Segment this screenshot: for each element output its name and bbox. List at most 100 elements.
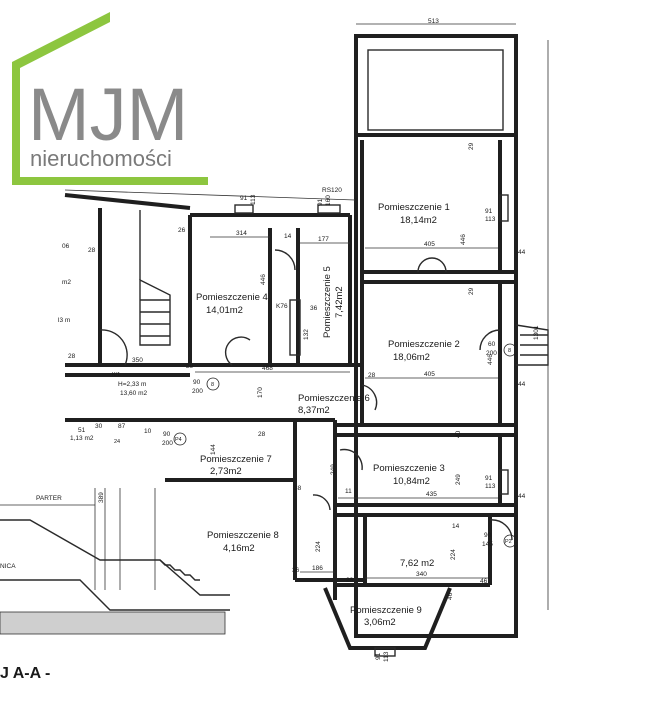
room-1-name: Pomieszczenie 1: [378, 202, 450, 213]
room-6-area: 8,37m2: [298, 405, 330, 416]
label-left-area: 13,60 m2: [120, 390, 147, 397]
label-height: H=2,33 m: [118, 381, 146, 388]
dim-r3-w: 435: [426, 491, 437, 498]
marker-p4-circle: [173, 432, 187, 446]
marker-8b: 8: [211, 382, 214, 388]
door-arc: [224, 336, 251, 366]
dim-113c: 113: [485, 483, 496, 490]
logo: MJM nieruchomości: [12, 12, 208, 185]
door-arc: [312, 494, 331, 511]
room-8-area: 4,16m2: [223, 543, 255, 554]
dim-200c: 200: [162, 440, 173, 447]
dim-224b: 224: [315, 541, 322, 552]
dim-200b: 200: [192, 388, 203, 395]
marker-8: 8: [508, 348, 511, 354]
door-arc: [489, 519, 513, 541]
dim-91d: 91: [375, 652, 382, 660]
label-parter: PARTER: [36, 495, 62, 502]
label-section: J A-A -: [0, 665, 50, 682]
section-drawing: [0, 488, 230, 635]
door-arc: [417, 257, 447, 273]
dim-113d: 113: [383, 651, 390, 662]
section-profile: [0, 519, 230, 596]
ground-hatch: [0, 611, 226, 635]
dim-91: 91: [240, 195, 248, 202]
label-frag-24: 24: [114, 439, 120, 445]
room-5-name: Pomieszczenie 5: [322, 266, 333, 338]
label-frag-m2: m2: [62, 279, 71, 286]
dim-44b: 44: [518, 249, 526, 256]
dim-446c: 446: [260, 274, 267, 285]
dim-30: 30: [95, 423, 103, 430]
dim-29: 29: [468, 142, 475, 150]
window: [499, 469, 509, 495]
dim-29b: 29: [468, 287, 475, 295]
dim-28e: 28: [368, 372, 376, 379]
room-9-name: Pomieszczenie 9: [350, 605, 422, 616]
dim-389: 389: [98, 492, 105, 503]
wall: [64, 193, 191, 210]
dim-14b: 14: [452, 523, 460, 530]
marker-p2: P2: [505, 539, 512, 545]
dim-200: 200: [486, 350, 497, 357]
marker-k1: K/1: [112, 372, 120, 378]
marker-rs120: RS120: [322, 187, 342, 194]
marker-p2-circle: [503, 534, 517, 548]
misc-labels: PARTER NICA J A-A - H=2,33 m 13,60 m2 1,…: [0, 279, 147, 682]
dim-249b: 249: [330, 464, 337, 475]
dim-249: 249: [455, 474, 462, 485]
label-left-area-2: 1,13 m2: [70, 435, 94, 442]
room-7-name: Pomieszczenie 7: [200, 454, 272, 465]
room-4-area: 14,01m2: [206, 305, 243, 316]
window: [234, 204, 254, 214]
door-arc: [99, 329, 128, 366]
dim-28b: 28: [68, 353, 76, 360]
dimension-labels: 513 1301 405 405 435 314 177 340 186 468…: [62, 18, 540, 662]
dim-r4-w: 314: [236, 230, 247, 237]
dim-90b: 90: [163, 431, 171, 438]
room-8-name: Pomieszczenie 8: [207, 530, 279, 541]
dim-91c: 91: [485, 475, 493, 482]
dimension-lines: [64, 23, 549, 610]
dim-06: 06: [62, 243, 70, 250]
dim-113: 113: [250, 194, 257, 205]
room-2-area: 18,06m2: [393, 352, 430, 363]
room-7-area: 2,73m2: [210, 466, 242, 477]
dim-right: 1301: [533, 325, 540, 340]
dim-28d: 28: [346, 577, 354, 584]
dim-40: 40: [455, 430, 462, 438]
dim-446: 446: [487, 354, 494, 365]
window: [374, 647, 396, 657]
dim-29c: 29: [186, 363, 194, 370]
dim-60: 60: [488, 341, 496, 348]
dim-44: 44: [518, 381, 526, 388]
marker-8b-circle: [206, 377, 220, 391]
dim-44c: 44: [518, 493, 526, 500]
dim-26: 26: [178, 227, 186, 234]
dim-low-w: 340: [416, 571, 427, 578]
dim-36: 36: [310, 305, 318, 312]
dim-36b: 36: [292, 567, 300, 574]
dim-113b: 113: [485, 216, 496, 223]
door-arc: [339, 448, 363, 471]
room-2-name: Pomieszczenie 2: [388, 339, 460, 350]
logo-brand: MJM: [28, 73, 188, 156]
outer-wall-right-block: [354, 34, 518, 638]
dim-91b: 91: [485, 208, 493, 215]
room-6-name: Pomieszczenie 6: [298, 393, 370, 404]
annex-box: [367, 49, 504, 131]
dim-144: 144: [210, 444, 217, 455]
window: [317, 204, 341, 214]
dim-145: 145: [482, 541, 493, 548]
dim-90c: 90: [484, 532, 492, 539]
dim-90: 90: [193, 379, 201, 386]
kitchen-unit: [289, 299, 301, 356]
room-labels: Pomieszczenie 1 18,14m2 Pomieszczenie 2 …: [196, 202, 460, 628]
room-4-name: Pomieszczenie 4: [196, 292, 268, 303]
dim-38: 38: [294, 485, 302, 492]
walls: [64, 34, 549, 657]
markers: RS120 K76 P2 P4 8 8 K/1: [112, 187, 517, 548]
room-1-area: 18,14m2: [400, 215, 437, 226]
room-5-area: 7,42m2: [334, 286, 345, 318]
